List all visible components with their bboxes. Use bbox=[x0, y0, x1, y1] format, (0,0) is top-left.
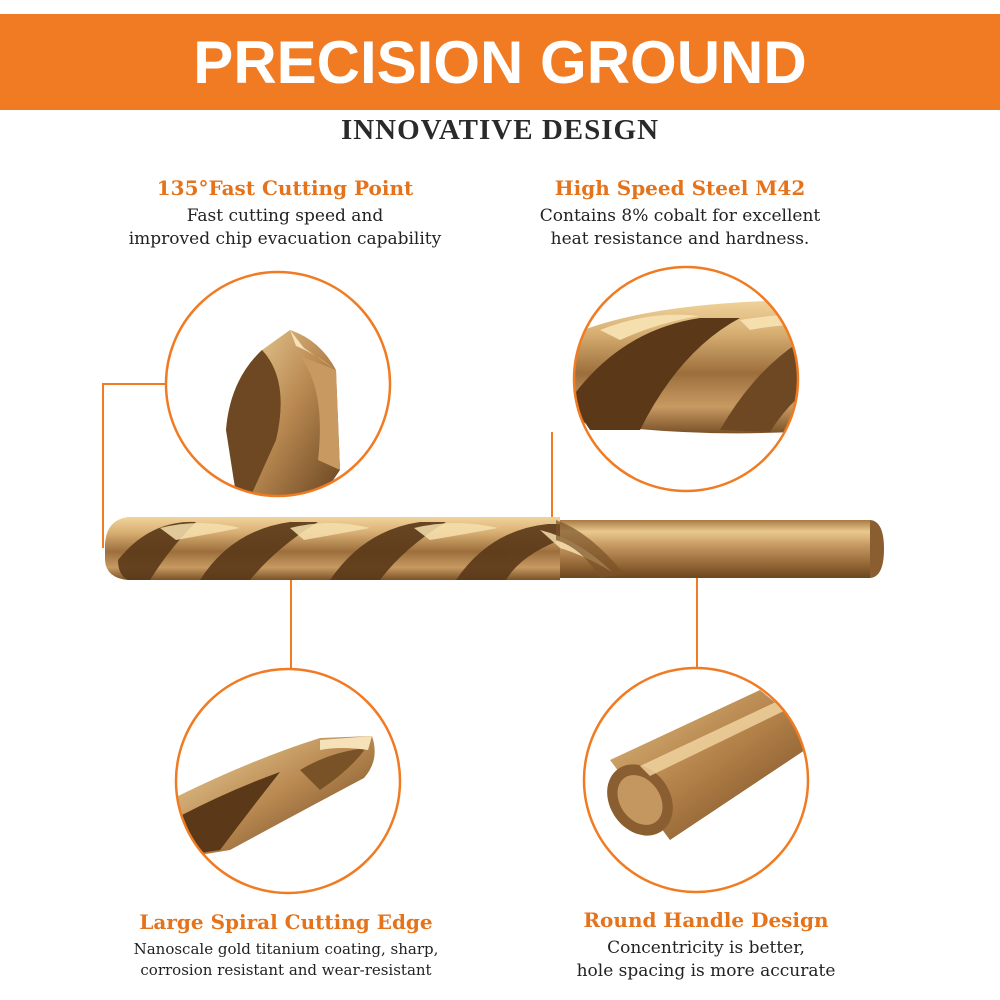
callout-circle-tip bbox=[164, 270, 392, 498]
drill-tip-closeup-icon bbox=[226, 330, 340, 496]
drill-flute-closeup-icon bbox=[574, 300, 798, 434]
round-shank-closeup-icon bbox=[607, 690, 808, 840]
banner-title: PRECISION GROUND bbox=[193, 28, 807, 96]
feature-steel: High Speed Steel M42 Contains 8% cobalt … bbox=[470, 175, 890, 251]
callout-circle-spiral bbox=[174, 667, 402, 895]
callout-circle-handle bbox=[582, 666, 810, 894]
spiral-edge-closeup-icon bbox=[176, 736, 375, 860]
callout-circle-steel bbox=[572, 265, 800, 493]
feature-description: Nanoscale gold titanium coating, sharp, … bbox=[70, 939, 502, 981]
feature-line: Fast cutting speed and bbox=[186, 206, 384, 226]
feature-title: 135°Fast Cutting Point bbox=[156, 176, 414, 200]
feature-line: heat resistance and hardness. bbox=[550, 229, 810, 249]
feature-title: Large Spiral Cutting Edge bbox=[139, 910, 433, 934]
feature-handle: Round Handle Design Concentricity is bet… bbox=[500, 907, 912, 983]
feature-line: Contains 8% cobalt for excellent bbox=[539, 206, 821, 226]
feature-cutting-point: 135°Fast Cutting Point Fast cutting spee… bbox=[60, 175, 510, 251]
leader-lines bbox=[102, 383, 698, 669]
feature-line: Concentricity is better, bbox=[607, 938, 805, 958]
feature-line: Nanoscale gold titanium coating, sharp, bbox=[133, 940, 439, 958]
feature-line: improved chip evacuation capability bbox=[128, 229, 442, 249]
feature-description: Contains 8% cobalt for excellent heat re… bbox=[470, 205, 890, 251]
feature-description: Concentricity is better, hole spacing is… bbox=[500, 937, 912, 983]
page-subtitle: INNOVATIVE DESIGN bbox=[340, 114, 660, 146]
feature-line: hole spacing is more accurate bbox=[576, 961, 836, 981]
feature-title: Round Handle Design bbox=[583, 908, 829, 932]
title-banner: PRECISION GROUND bbox=[0, 14, 1000, 110]
feature-line: corrosion resistant and wear-resistant bbox=[140, 961, 432, 979]
feature-spiral: Large Spiral Cutting Edge Nanoscale gold… bbox=[70, 909, 502, 981]
feature-description: Fast cutting speed and improved chip eva… bbox=[60, 205, 510, 251]
drill-bit-icon bbox=[105, 517, 884, 580]
feature-title: High Speed Steel M42 bbox=[554, 176, 806, 200]
